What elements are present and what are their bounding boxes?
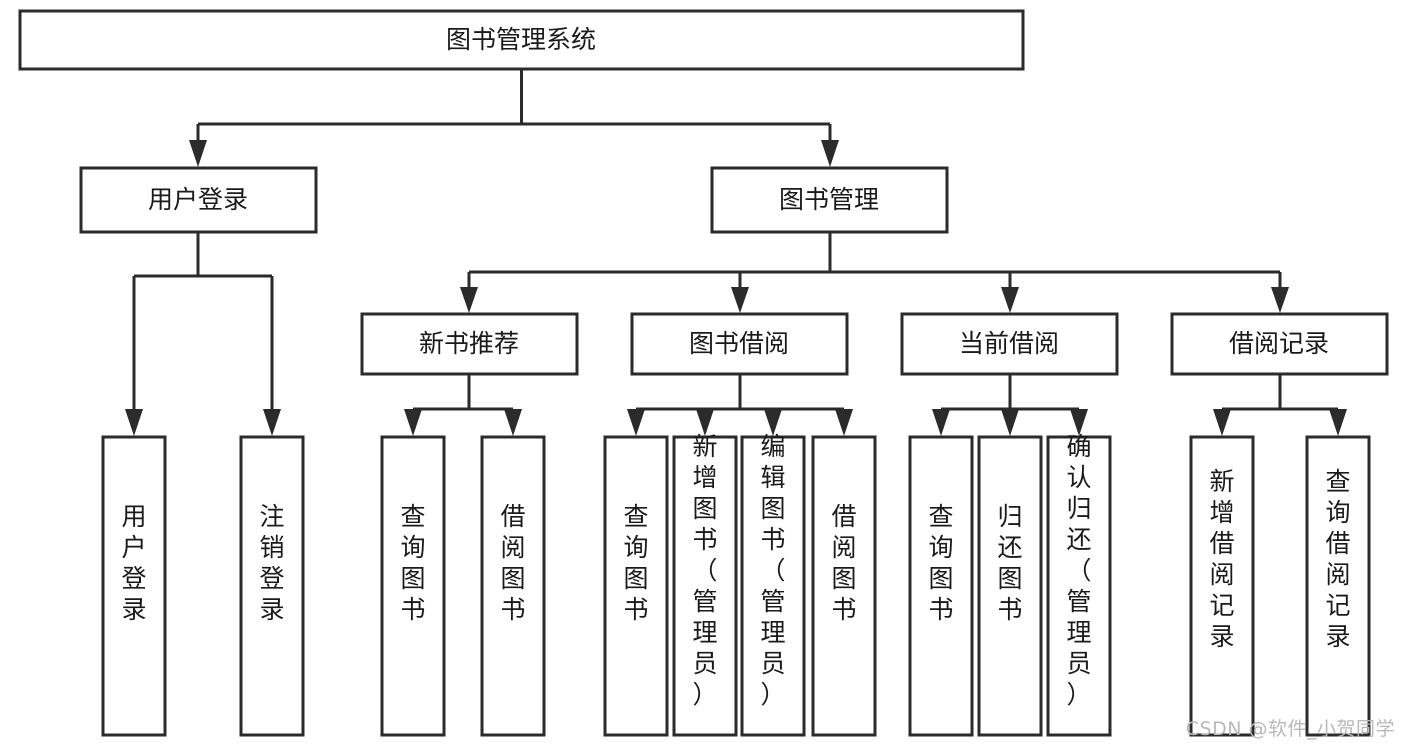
leaf-node[interactable]: 借阅图书 xyxy=(811,435,877,737)
arrow-head-newbook-leaf-0 xyxy=(404,409,422,436)
node-root[interactable]: 图书管理系统 xyxy=(18,9,1025,71)
leaf-user-login-0-label: 用户登录 xyxy=(121,502,146,624)
arrow-head-currentborrow-leaf-0 xyxy=(932,409,950,436)
leaf-current-borrow-2-label: 确认归还（管理员） xyxy=(1066,432,1091,709)
leaf-node[interactable]: 编辑图书（管理员） xyxy=(740,432,806,737)
node-new-book-recommend[interactable]: 新书推荐 xyxy=(360,312,579,376)
node-book-manage[interactable]: 图书管理 xyxy=(710,166,949,234)
arrow-head-currentborrow-leaf-1 xyxy=(1001,409,1019,436)
node-user-login[interactable]: 用户登录 xyxy=(79,166,318,234)
node-borrow-record[interactable]: 借阅记录 xyxy=(1170,312,1389,376)
node-new-book-recommend-box[interactable] xyxy=(360,312,579,376)
arrow-head-bookborrow-leaf-1 xyxy=(696,409,714,436)
leaf-node[interactable]: 注销登录 xyxy=(239,435,305,737)
node-new-book-recommend-label: 新书推荐 xyxy=(419,329,519,358)
leaf-node[interactable]: 新增图书（管理员） xyxy=(672,432,738,737)
leaf-book-borrow-3-label: 借阅图书 xyxy=(831,502,856,624)
node-borrow-record-label: 借阅记录 xyxy=(1229,329,1329,358)
connector-group-book-manage xyxy=(460,232,1289,313)
node-user-login-box[interactable] xyxy=(79,166,318,234)
leaf-current-borrow-2-box[interactable] xyxy=(1046,435,1112,737)
arrow-head-level3-3 xyxy=(1271,287,1289,313)
node-book-manage-label: 图书管理 xyxy=(779,185,879,214)
node-user-login-label: 用户登录 xyxy=(148,185,248,214)
arrow-head-borrowrecord-leaf-0 xyxy=(1213,409,1231,436)
node-root-box[interactable] xyxy=(18,9,1025,71)
node-book-borrow-label: 图书借阅 xyxy=(689,329,789,358)
node-book-borrow-box[interactable] xyxy=(630,312,849,376)
connector-group-user-login xyxy=(125,232,281,436)
leaf-node[interactable]: 查询借阅记录 xyxy=(1305,435,1371,737)
leaf-new-book-0-label: 查询图书 xyxy=(400,502,425,624)
leaf-book-borrow-0-box[interactable] xyxy=(603,435,669,737)
leaf-borrow-record-0-label: 新增借阅记录 xyxy=(1209,467,1234,651)
leaf-borrow-record-0-box[interactable] xyxy=(1189,435,1255,737)
leaf-node[interactable]: 归还图书 xyxy=(977,435,1043,737)
leaf-borrow-record-1-label: 查询借阅记录 xyxy=(1325,467,1350,651)
leaf-node[interactable]: 查询图书 xyxy=(603,435,669,737)
leaf-current-borrow-0-label: 查询图书 xyxy=(928,502,953,624)
leaf-book-borrow-1-box[interactable] xyxy=(672,435,738,737)
leaf-node[interactable]: 查询图书 xyxy=(380,435,446,737)
connector-group-borrow-record xyxy=(1213,374,1347,436)
arrow-head-bookborrow-leaf-0 xyxy=(627,409,645,436)
arrow-head-bookborrow-leaf-3 xyxy=(835,409,853,436)
node-book-borrow[interactable]: 图书借阅 xyxy=(630,312,849,376)
arrow-head-user-login xyxy=(189,140,207,167)
arrow-head-book-manage xyxy=(821,140,839,167)
node-borrow-record-box[interactable] xyxy=(1170,312,1389,376)
leaf-current-borrow-1-box[interactable] xyxy=(977,435,1043,737)
leaf-new-book-0-box[interactable] xyxy=(380,435,446,737)
leaf-book-borrow-3-box[interactable] xyxy=(811,435,877,737)
leaf-node[interactable]: 借阅图书 xyxy=(480,435,546,737)
leaf-current-borrow-1-label: 归还图书 xyxy=(997,502,1022,624)
leaf-node[interactable]: 新增借阅记录 xyxy=(1189,435,1255,737)
arrow-head-level3-0 xyxy=(460,287,478,313)
leaf-node[interactable]: 用户登录 xyxy=(101,435,167,737)
leaf-new-book-1-label: 借阅图书 xyxy=(500,502,525,624)
arrow-head-currentborrow-leaf-2 xyxy=(1070,409,1088,436)
leaf-book-borrow-2-box[interactable] xyxy=(740,435,806,737)
node-book-manage-box[interactable] xyxy=(710,166,949,234)
connector-group-book-borrow xyxy=(627,374,853,436)
arrow-head-bookborrow-leaf-2 xyxy=(764,409,782,436)
arrow-head-user-leaf-0 xyxy=(125,409,143,436)
connector-group-root xyxy=(189,69,839,167)
csdn-watermark: CSDN @软件_小贺同学 xyxy=(1185,718,1395,740)
node-current-borrow-label: 当前借阅 xyxy=(959,329,1059,358)
leaf-book-borrow-2-label: 编辑图书（管理员） xyxy=(760,432,785,709)
leaf-borrow-record-1-box[interactable] xyxy=(1305,435,1371,737)
leaf-book-borrow-1-label: 新增图书（管理员） xyxy=(692,432,717,709)
leaf-current-borrow-0-box[interactable] xyxy=(908,435,974,737)
arrow-head-borrowrecord-leaf-1 xyxy=(1329,409,1347,436)
leaf-user-login-1-label: 注销登录 xyxy=(259,502,284,624)
node-root-label: 图书管理系统 xyxy=(446,25,596,54)
leaf-node[interactable]: 查询图书 xyxy=(908,435,974,737)
leaf-user-login-0-box[interactable] xyxy=(101,435,167,737)
leaf-node[interactable]: 确认归还（管理员） xyxy=(1046,432,1112,737)
node-current-borrow[interactable]: 当前借阅 xyxy=(900,312,1119,376)
node-current-borrow-box[interactable] xyxy=(900,312,1119,376)
connector-group-current-borrow xyxy=(932,374,1088,436)
connector-group-new-book xyxy=(404,374,522,436)
arrow-head-level3-2 xyxy=(1001,287,1019,313)
leaf-user-login-1-box[interactable] xyxy=(239,435,305,737)
arrow-head-newbook-leaf-1 xyxy=(504,409,522,436)
leaf-new-book-1-box[interactable] xyxy=(480,435,546,737)
leaf-book-borrow-0-label: 查询图书 xyxy=(623,502,648,624)
arrow-head-user-leaf-1 xyxy=(263,409,281,436)
arrow-head-level3-1 xyxy=(731,287,749,313)
